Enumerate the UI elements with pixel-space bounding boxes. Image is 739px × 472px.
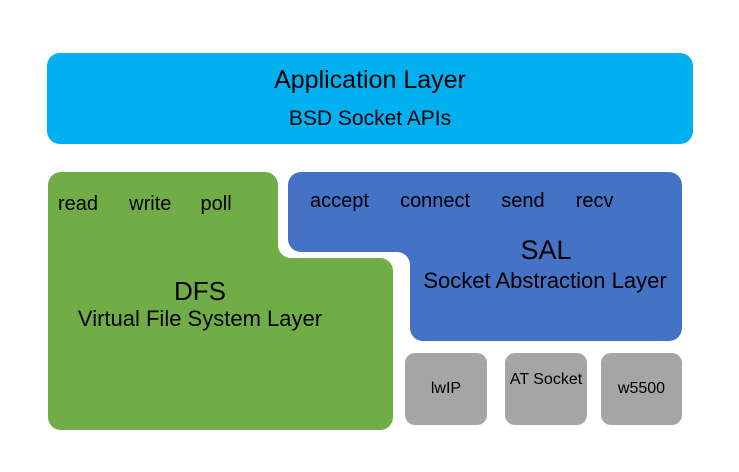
- driver-box-at-socket[interactable]: [505, 353, 587, 425]
- sal-operation-accept: accept: [310, 190, 369, 212]
- driver-label-at-socket: AT Socket: [509, 371, 583, 388]
- driver-box-w5500[interactable]: [601, 353, 682, 425]
- dfs-operation-write: write: [129, 193, 172, 215]
- sal-operation-connect: connect: [400, 190, 471, 212]
- dfs-operation-poll: poll: [200, 193, 232, 215]
- application-layer-title: Application Layer: [274, 66, 466, 94]
- driver-box-lwip[interactable]: [405, 353, 487, 425]
- application-layer-shape[interactable]: [47, 53, 693, 144]
- driver-label-lwip: lwIP: [430, 380, 462, 397]
- sal-operation-recv: recv: [575, 190, 614, 212]
- dfs-layer-shape[interactable]: [48, 172, 393, 430]
- sal-operation-send: send: [501, 190, 545, 212]
- sal-layer-shape[interactable]: [288, 172, 682, 341]
- sal-layer-subtitle: Socket Abstraction Layer: [423, 268, 667, 293]
- dfs-layer-title: DFS: [174, 276, 226, 306]
- dfs-operations-list: read write poll: [58, 193, 278, 217]
- dfs-operation-read: read: [58, 193, 99, 215]
- sal-operations-list: accept connect send recv: [310, 190, 640, 214]
- driver-label-w5500: w5500: [617, 380, 666, 397]
- application-layer-subtitle: BSD Socket APIs: [288, 107, 452, 130]
- sal-layer-title: SAL: [520, 235, 572, 265]
- dfs-layer-subtitle: Virtual File System Layer: [77, 306, 323, 331]
